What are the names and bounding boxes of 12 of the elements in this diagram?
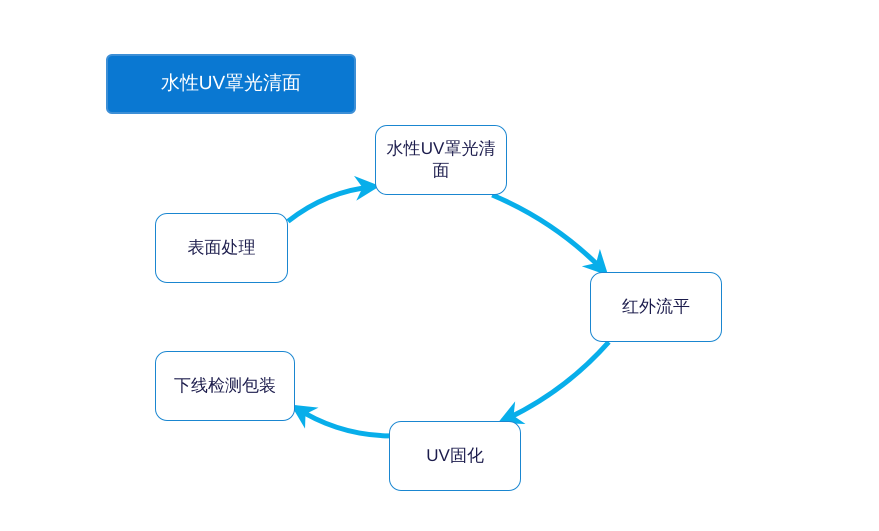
- process-box: [375, 125, 507, 195]
- box-label: 红外流平: [622, 296, 690, 318]
- title-text: 水性UV罩光清面: [160, 72, 302, 96]
- process-box: [389, 421, 521, 491]
- process-box: [590, 272, 722, 342]
- box-label: 下线检测包装: [174, 374, 276, 397]
- box-label: UV固化: [426, 444, 484, 467]
- process-box: [155, 351, 295, 421]
- arrow: [498, 340, 611, 424]
- process-box: [155, 213, 288, 283]
- box-label: 水性UV罩光清面: [386, 138, 496, 182]
- box-label: 表面处理: [188, 236, 256, 259]
